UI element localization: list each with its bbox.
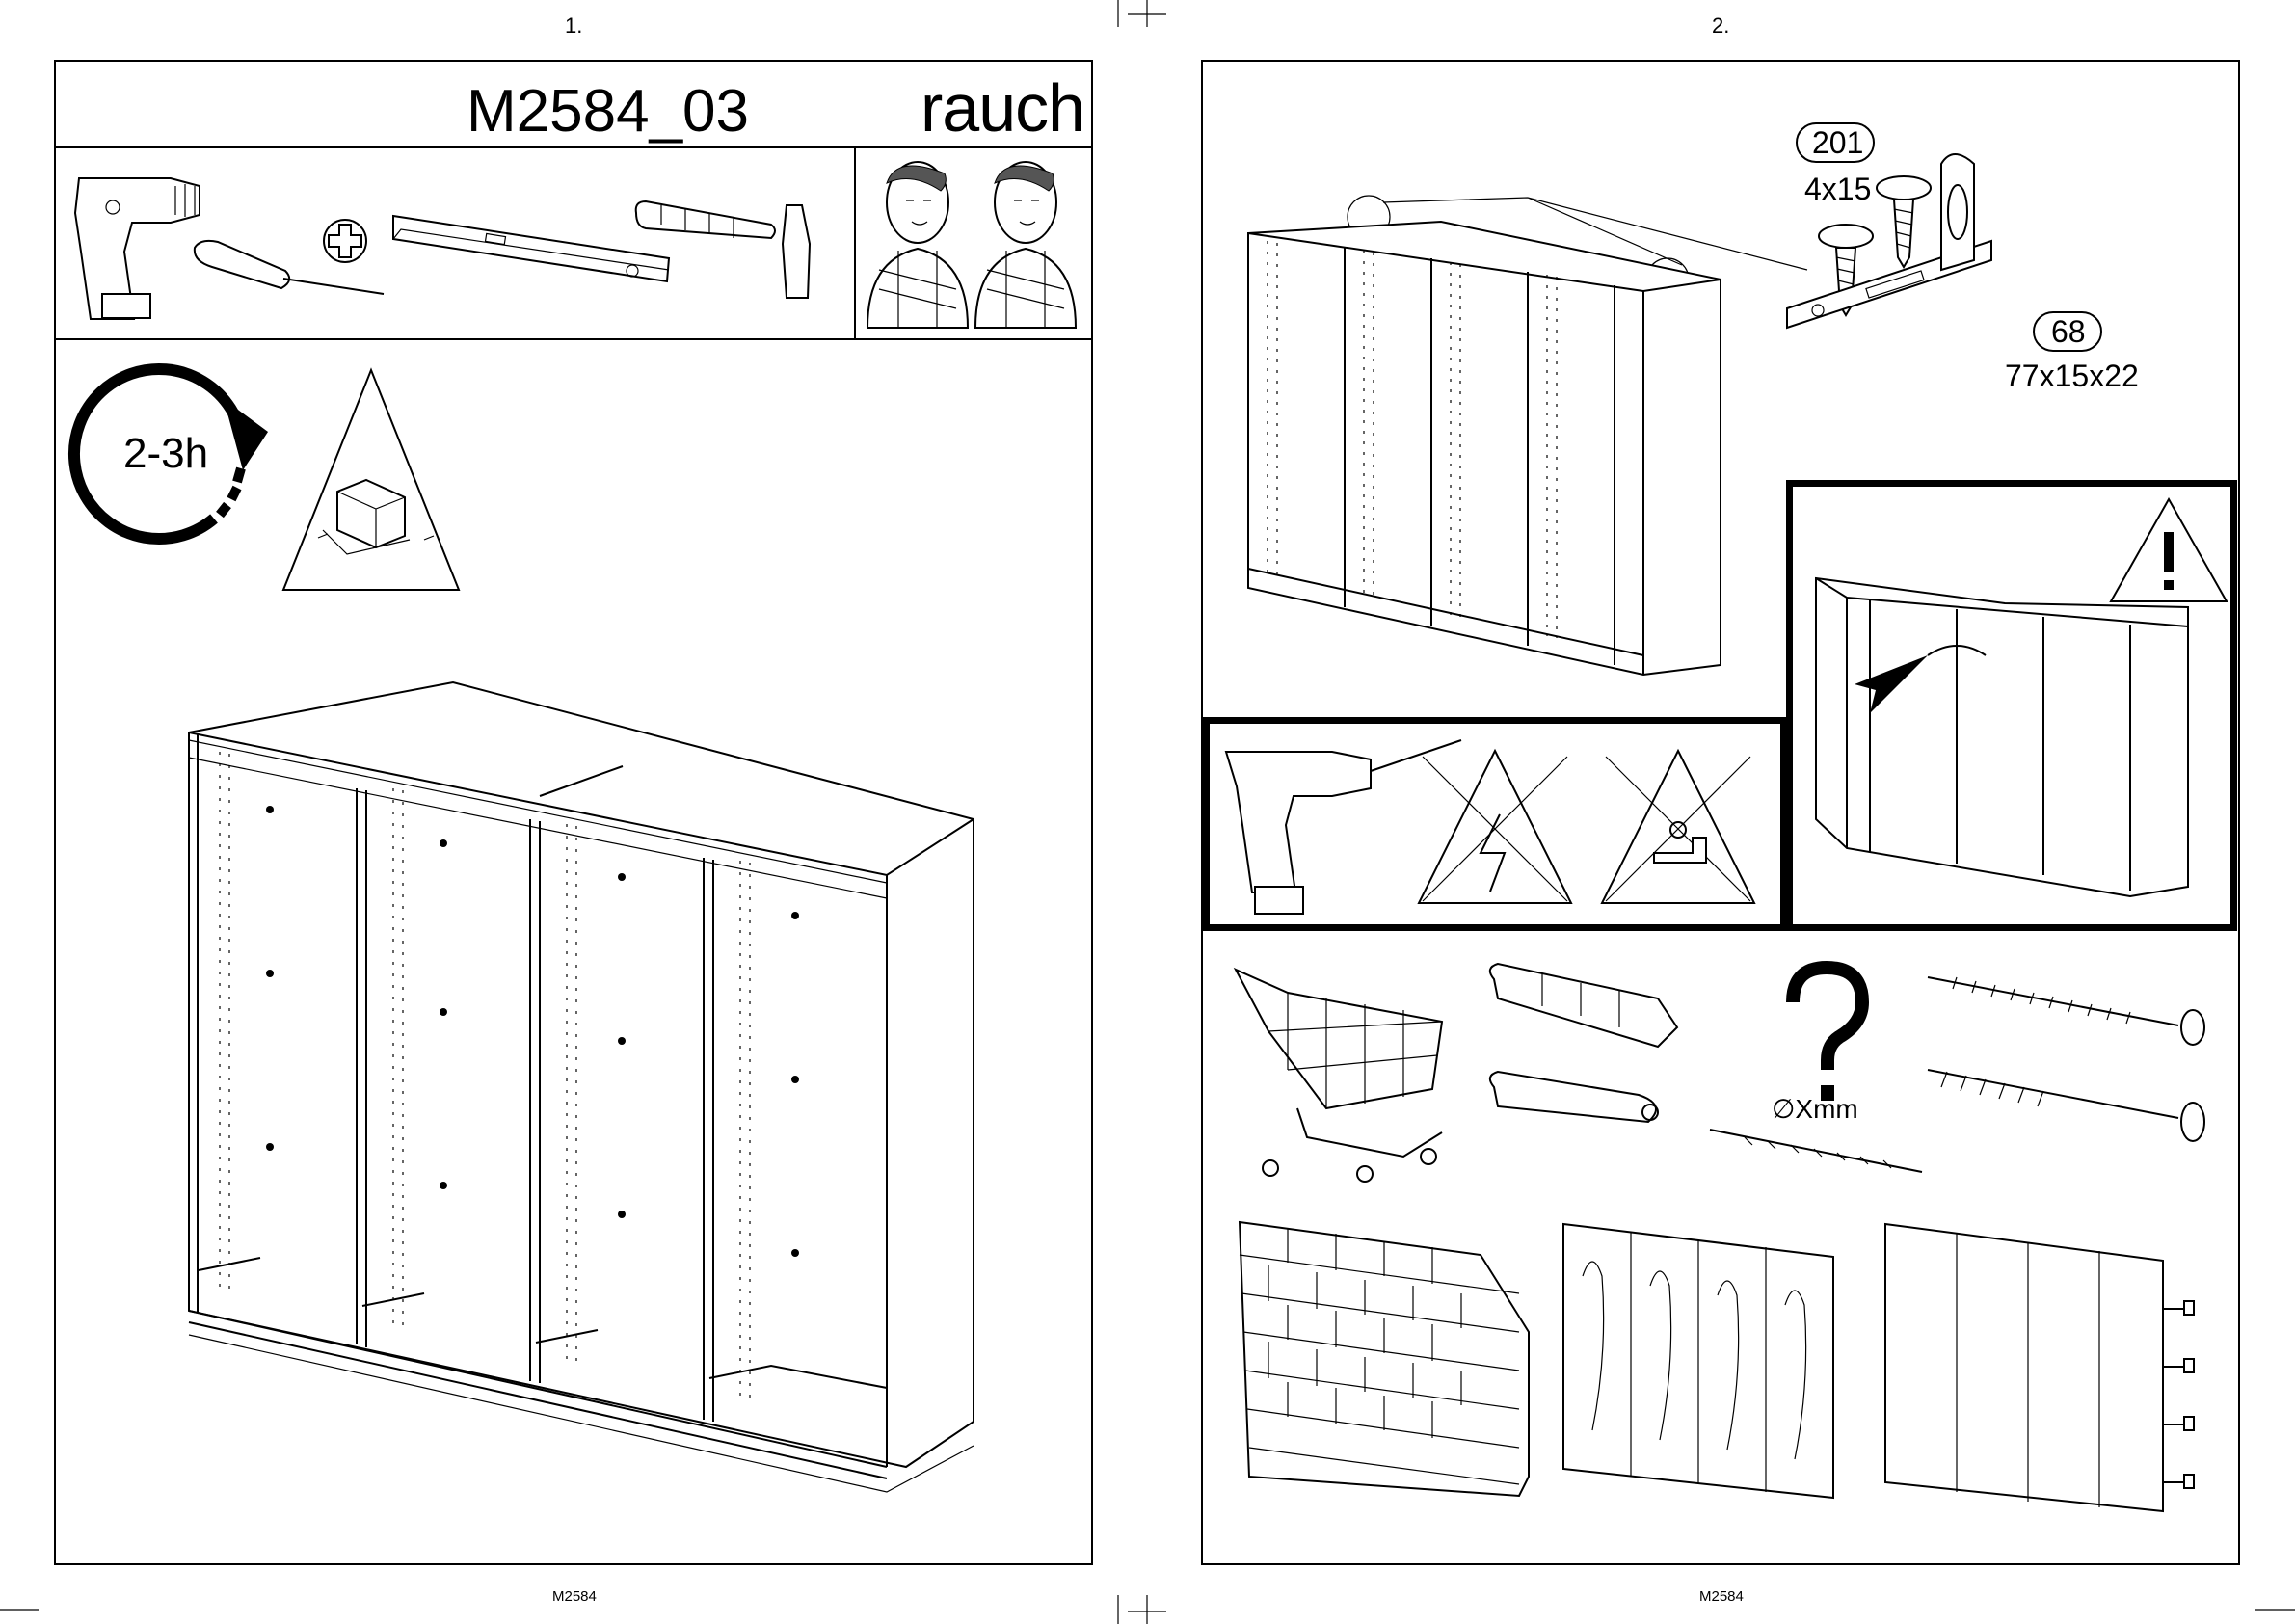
header-divider [54,146,1093,148]
brand-logo: rauch [921,69,1084,146]
drill-bit-icon [1706,1124,1928,1182]
two-persons-icon [860,154,1091,333]
persons-divider [854,146,856,339]
drywall-stud-icon [1883,1222,2211,1521]
wood-panel-wall-icon [1554,1218,1843,1507]
wall-plug-icon [1484,960,1716,1105]
wood-screw-short-icon [1918,968,2207,1045]
wood-screw-long-icon [1918,1060,2207,1147]
phillips-icon [321,217,369,265]
assembly-time: 2-3h [123,430,208,478]
part-68-size: 77x15x22 [2005,359,2139,394]
wardrobe-tipping-diagram [1812,569,2198,916]
hammer-icon [632,198,835,313]
part-68-id: 68 [2051,314,2086,350]
model-code: M2584_03 [467,77,749,146]
question-icon [1774,964,1880,1108]
unpack-on-floor-icon [280,366,463,598]
bracket-68-icon [1779,154,1972,347]
wardrobe-carcass-diagram [173,675,1041,1484]
no-water-pipe-icon [1596,747,1760,911]
brick-wall-icon [1230,1216,1538,1515]
wardrobe-top-diagram [1239,183,1778,665]
no-electric-cable-icon [1413,747,1577,911]
tools-divider [54,338,1093,340]
drill-diameter-label: ∅Xmm [1772,1093,1858,1125]
shopping-cart-icon [1230,964,1452,1176]
